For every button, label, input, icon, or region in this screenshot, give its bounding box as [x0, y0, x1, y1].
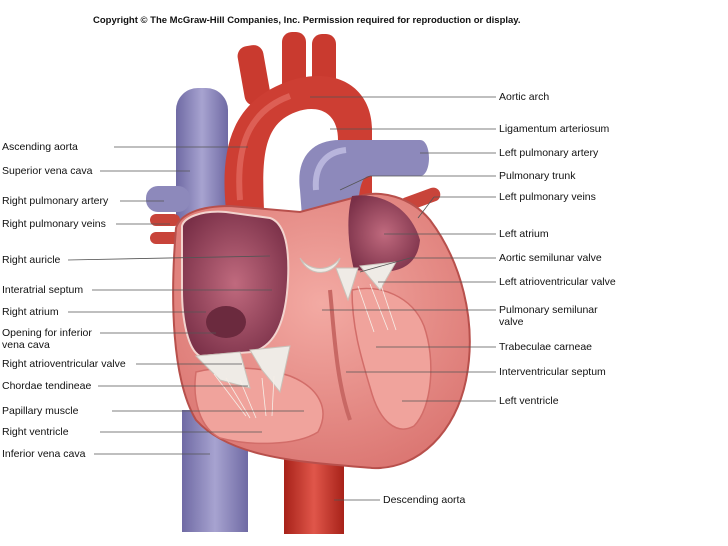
- label-left-atrium: Left atrium: [499, 228, 549, 240]
- label-right-pulmonary-veins: Right pulmonary veins: [2, 218, 106, 230]
- right-ventricle-shape: [194, 367, 324, 445]
- label-aortic-arch: Aortic arch: [499, 91, 550, 103]
- leader-pulmonary-trunk: [339, 175, 371, 191]
- left-ventricle-shape: [351, 287, 432, 430]
- label-interventricular-septum: Interventricular septum: [499, 366, 606, 378]
- label-right-pulmonary-artery: Right pulmonary artery: [2, 195, 109, 207]
- label-right-auricle: Right auricle: [2, 254, 61, 266]
- label-ascending-aorta: Ascending aorta: [2, 141, 78, 153]
- label-inferior-vena-cava: Inferior vena cava: [2, 448, 86, 460]
- label-left-av-valve: Left atrioventricular valve: [499, 276, 616, 288]
- label-chordae-tendineae: Chordae tendineae: [2, 380, 92, 392]
- label-pulmonary-trunk: Pulmonary trunk: [499, 170, 576, 182]
- label-interatrial-septum: Interatrial septum: [2, 284, 84, 296]
- label-superior-vena-cava: Superior vena cava: [2, 165, 93, 177]
- label-left-pulmonary-artery: Left pulmonary artery: [499, 147, 599, 159]
- label-aortic-semilunar-valve: Aortic semilunar valve: [499, 252, 602, 264]
- label-left-pulmonary-veins: Left pulmonary veins: [499, 191, 596, 203]
- label-ligamentum-arteriosum: Ligamentum arteriosum: [499, 123, 610, 135]
- label-pulmonary-semilunar-valve: Pulmonary semilunar valve: [499, 304, 598, 328]
- label-left-ventricle: Left ventricle: [499, 395, 559, 407]
- leader-aortic-semilunar-valve: [359, 257, 411, 273]
- copyright-notice: Copyright © The McGraw-Hill Companies, I…: [93, 15, 521, 26]
- valves-shape: [194, 257, 397, 394]
- label-papillary-muscle: Papillary muscle: [2, 405, 79, 417]
- label-opening-inferior-vena-cava: Opening for inferior vena cava: [2, 327, 92, 351]
- interventricular-septum-shape: [328, 289, 352, 421]
- label-right-atrium: Right atrium: [2, 306, 59, 318]
- label-right-ventricle: Right ventricle: [2, 426, 69, 438]
- label-trabeculae-carneae: Trabeculae carneae: [499, 341, 593, 353]
- leader-right-auricle: [67, 255, 271, 261]
- leader-left-pulmonary-veins: [417, 196, 435, 219]
- label-right-av-valve: Right atrioventricular valve: [2, 358, 126, 370]
- label-descending-aorta: Descending aorta: [383, 494, 466, 506]
- right-pulmonary-vessels-shape: [146, 186, 190, 244]
